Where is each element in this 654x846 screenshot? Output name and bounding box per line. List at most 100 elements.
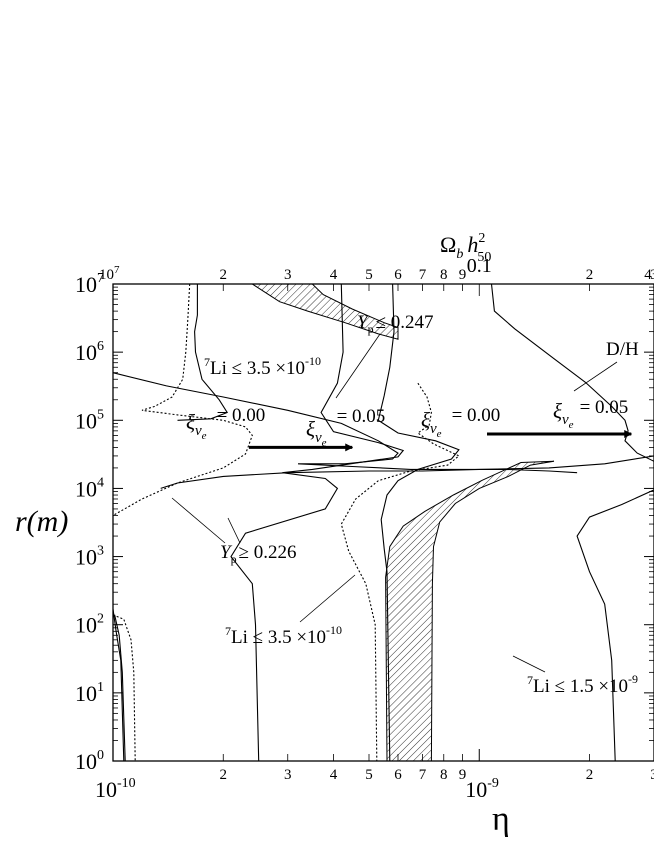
li-mid-label: 7Li ≤ 3.5 ×10-10 — [225, 623, 342, 648]
yp-upper-leader — [335, 333, 381, 399]
y-tick-label: 107 — [75, 271, 104, 297]
hatched-band-1 — [250, 283, 399, 340]
li-mid-leader — [299, 574, 356, 623]
x-minor-tick-label: 8 — [440, 767, 448, 783]
dh-leader — [573, 361, 618, 392]
top-tick-label: 5 — [365, 267, 373, 283]
top-tick-label: 3 — [284, 267, 292, 283]
li-top-sup: 7 — [204, 355, 210, 369]
xi-1-symbol: ξ — [186, 410, 195, 434]
y-tick-base: 10 — [75, 613, 97, 638]
y-tick-exp: 3 — [97, 544, 104, 559]
xi-1-value: = 0.00 — [217, 405, 266, 426]
contour-line-6 — [177, 284, 229, 421]
top-tick-label: 8 — [440, 267, 448, 283]
h-symbol: h — [467, 232, 478, 257]
y-tick-label: 104 — [75, 475, 104, 501]
li-right-leader — [512, 655, 546, 673]
xi-4-nu: ν — [562, 412, 569, 428]
top-tick-label: 7 — [419, 267, 427, 283]
xi-1-e: e — [202, 430, 207, 442]
x-minor-tick-label: 5 — [365, 767, 373, 783]
x-tick-base: 10 — [95, 777, 117, 802]
yp-upper-y: Y — [357, 312, 370, 333]
yp-lower-y: Y — [220, 542, 233, 563]
x-axis-title: η — [492, 801, 510, 838]
omega-sub: b — [456, 247, 463, 262]
y-tick-base: 10 — [75, 340, 97, 365]
top-tick-label: 3 — [650, 267, 654, 283]
h-sub: 50 — [477, 250, 491, 265]
y-tick-exp: 7 — [97, 271, 104, 286]
svg-text:ξνe= 0.05: ξνe= 0.05 — [553, 397, 628, 431]
x-major-tick-label: 10-10 — [95, 776, 136, 802]
x-minor-tick-label: 2 — [586, 767, 594, 783]
y-tick-base: 10 — [75, 545, 97, 570]
yp-lower-sub: p — [231, 552, 237, 566]
xi-2-nu: ν — [315, 430, 322, 446]
x-minor-tick-label: 6 — [394, 767, 402, 783]
svg-text:ξνe= 0.05: ξνe = 0.05 — [306, 406, 385, 449]
y-tick-exp: 5 — [97, 407, 104, 422]
contour-line-5 — [160, 455, 654, 489]
li-right-label: 7Li ≤ 1.5 ×10-9 — [527, 672, 638, 697]
y-tick-base: 10 — [75, 681, 97, 706]
y-tick-label: 106 — [75, 339, 104, 365]
yp-lower-leader-b — [227, 517, 241, 544]
x-minor-tick-label: 4 — [330, 767, 338, 783]
contour-line-9 — [112, 608, 125, 762]
y-tick-exp: 4 — [97, 475, 104, 490]
xi-4-symbol: ξ — [553, 399, 562, 423]
y-tick-exp: 1 — [97, 680, 104, 695]
x-minor-tick-label: 2 — [220, 767, 228, 783]
li-right-base: Li ≤ 1.5 ×10 — [533, 676, 628, 697]
li-mid-base: Li ≤ 3.5 ×10 — [231, 627, 326, 648]
yp-upper-label: Yp≤ 0.247 — [357, 312, 434, 336]
top-tick-label: 6 — [394, 267, 402, 283]
x-tick-base: 10 — [465, 777, 487, 802]
xi-3-value: = 0.00 — [452, 405, 501, 426]
top-tick-label: 4 — [644, 267, 652, 283]
xi-label-1: ξνe = 0.00 — [186, 405, 265, 442]
y-tick-exp: 2 — [97, 612, 104, 627]
xi-label-4: ξνe= 0.05 — [553, 397, 628, 431]
h-sup: 2 — [478, 231, 485, 246]
contour-line-2 — [377, 283, 460, 762]
top-tick-label: 0.1 — [467, 255, 492, 277]
top-start-base: 10 — [99, 267, 114, 283]
x-tick-exp: -9 — [487, 776, 499, 791]
omega-symbol: Ω — [440, 232, 456, 257]
li-top-label: 7Li ≤ 3.5 ×10-10 — [204, 354, 321, 379]
top-tick-label: 4 — [330, 267, 338, 283]
li-top-exp: -10 — [305, 354, 321, 368]
svg-text:ξνe= 0.00: ξνe= 0.00 — [421, 405, 500, 440]
y-tick-base: 10 — [75, 749, 97, 774]
x-minor-tick-label: 3 — [284, 767, 292, 783]
contour-line-1 — [230, 283, 405, 762]
hatched-band-2 — [385, 460, 555, 762]
xi-1-nu: ν — [195, 423, 202, 439]
hatched-bands — [250, 283, 555, 762]
y-tick-exp: 6 — [97, 339, 104, 354]
y-tick-exp: 0 — [97, 748, 104, 763]
xi-2-symbol: ξ — [306, 417, 315, 441]
xi-2-value: = 0.05 — [337, 406, 386, 427]
y-tick-label: 102 — [75, 612, 104, 638]
xi-3-e: e — [437, 428, 442, 440]
yp-upper-sub: p — [368, 322, 374, 336]
contour-line-8 — [340, 382, 460, 762]
li-top-base: Li ≤ 3.5 ×10 — [210, 358, 305, 379]
top-start-exp: 7 — [114, 264, 120, 276]
top-tick-label-start: 107 — [99, 264, 120, 283]
dh-label: D/H — [606, 339, 639, 360]
x-minor-tick-label: 3 — [650, 767, 654, 783]
yp-lower-label: Yp≥ 0.226 — [220, 542, 297, 566]
y-tick-label: 103 — [75, 544, 104, 570]
x-tick-exp: -10 — [117, 776, 136, 791]
xi-2-e: e — [322, 437, 327, 449]
li-right-exp: -9 — [628, 672, 638, 686]
contour-line-7 — [112, 283, 253, 516]
